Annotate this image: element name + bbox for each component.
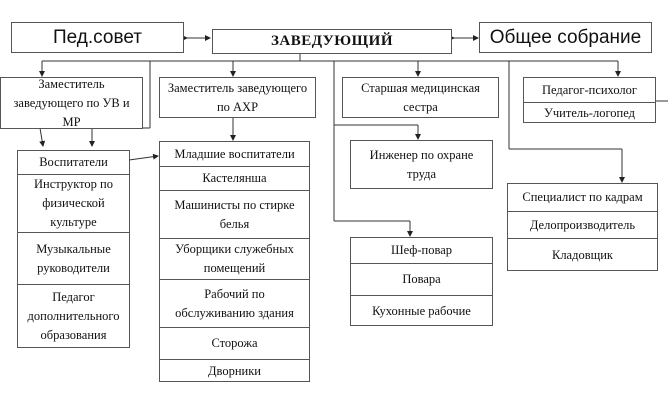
psych-cell: Педагог-психолог — [524, 78, 655, 102]
teachers-cell: Воспитатели — [18, 151, 129, 174]
maintenance-label: Рабочий по обслуживанию здания — [175, 286, 294, 320]
psych-group: Педагог-психолог Учитель-логопед — [523, 77, 656, 123]
chef-cell: Шеф-повар — [351, 238, 492, 263]
engineer-box: Инженер по охране труда — [350, 140, 493, 189]
pedsovet-box: Пед.совет — [11, 22, 184, 53]
sobranie-box: Общее собрание — [479, 22, 652, 53]
guards-label: Сторожа — [211, 336, 258, 350]
clerk-label: Делопроизводитель — [529, 217, 636, 232]
teachers-label: Воспитатели — [39, 155, 108, 169]
pedsovet-label: Пед.совет — [53, 26, 142, 48]
laundry-cell: Машинисты по стирке белья — [160, 190, 309, 238]
hr-cell: Специалист по кадрам — [508, 184, 657, 211]
admin-group: Специалист по кадрам Делопроизводитель К… — [507, 183, 658, 271]
junior-label: Младшие воспитатели — [174, 146, 295, 161]
drop-teachers-1 — [39, 127, 46, 147]
pe-label: Инструктор по физической культуре — [34, 177, 113, 229]
senior-nurse-label: Старшая медицинская сестра — [361, 80, 480, 114]
deputy-uv-box: Заместитель заведующего по УВ и МР — [0, 77, 143, 129]
kitchen-workers-label: Кухонные рабочие — [372, 303, 471, 318]
speech-label: Учитель-логопед — [544, 105, 635, 120]
junior-cell: Младшие воспитатели — [160, 142, 309, 166]
clerk-cell: Делопроизводитель — [508, 211, 657, 238]
extra-ed-label: Педагог дополнительного образования — [27, 290, 120, 342]
kitchen-group: Шеф-повар Повара Кухонные рабочие — [350, 237, 493, 326]
cooks-cell: Повара — [351, 263, 492, 295]
laundry-label: Машинисты по стирке белья — [174, 197, 295, 231]
senior-nurse-box: Старшая медицинская сестра — [342, 77, 499, 118]
hr-label: Специалист по кадрам — [522, 190, 643, 204]
guards-cell: Сторожа — [160, 327, 309, 359]
teachers-group: Воспитатели Инструктор по физической кул… — [17, 150, 130, 348]
deputy-ahr-box: Заместитель заведующего по АХР — [159, 77, 316, 118]
cleaners-label: Уборщики служебных помещений — [175, 242, 294, 275]
deputy-uv-label: Заместитель заведующего по УВ и МР — [13, 76, 130, 129]
extra-ed-cell: Педагог дополнительного образования — [18, 284, 129, 348]
linen-label: Кастелянша — [202, 171, 267, 185]
deputy-ahr-label: Заместитель заведующего по АХР — [167, 80, 308, 114]
head-label: ЗАВЕДУЮЩИЙ — [271, 33, 393, 49]
ahr-group: Младшие воспитатели Кастелянша Машинисты… — [159, 141, 310, 382]
cleaners-cell: Уборщики служебных помещений — [160, 238, 309, 279]
psych-label: Педагог-психолог — [541, 82, 638, 97]
chef-label: Шеф-повар — [390, 243, 453, 257]
janitors-label: Дворники — [208, 363, 261, 378]
link-teachers-junior — [128, 153, 159, 161]
music-cell: Музыкальные руководители — [18, 232, 129, 284]
head-box: ЗАВЕДУЮЩИЙ — [212, 29, 452, 54]
janitors-cell: Дворники — [160, 359, 309, 382]
kitchen-workers-cell: Кухонные рабочие — [351, 295, 492, 326]
maintenance-cell: Рабочий по обслуживанию здания — [160, 279, 309, 327]
sobranie-label: Общее собрание — [489, 26, 642, 48]
speech-cell: Учитель-логопед — [524, 102, 655, 123]
linen-cell: Кастелянша — [160, 166, 309, 190]
pe-cell: Инструктор по физической культуре — [18, 174, 129, 232]
engineer-label: Инженер по охране труда — [369, 147, 474, 181]
storekeeper-label: Кладовщик — [551, 247, 614, 262]
music-label: Музыкальные руководители — [36, 241, 111, 275]
cooks-label: Повара — [402, 272, 441, 286]
storekeeper-cell: Кладовщик — [508, 238, 657, 271]
